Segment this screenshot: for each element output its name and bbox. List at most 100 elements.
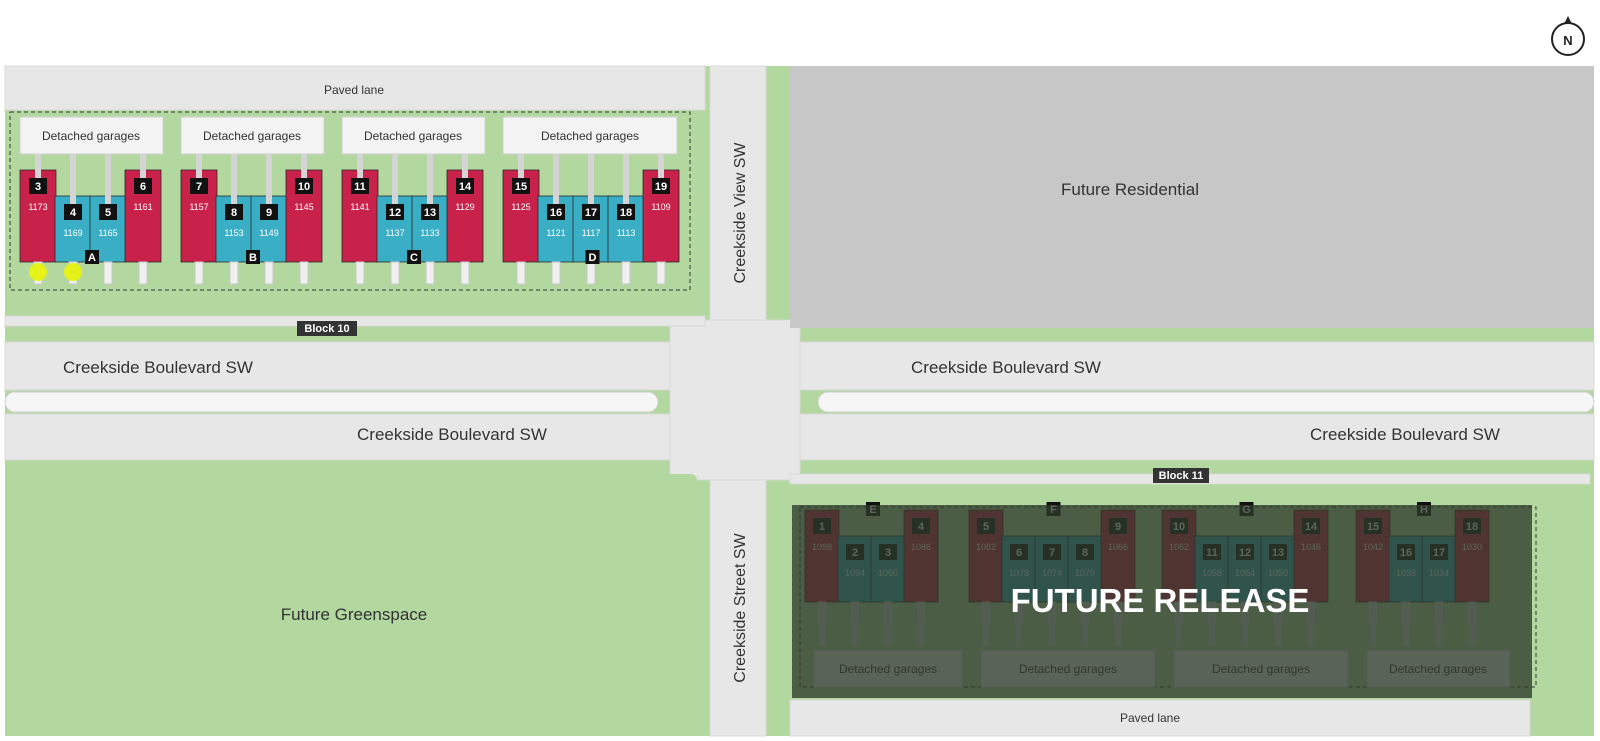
unit-number-box — [421, 204, 439, 220]
block10-building-B: B — [249, 252, 257, 264]
block10-building-tag-box — [246, 250, 260, 264]
driveway — [460, 261, 470, 285]
walkway — [658, 154, 664, 180]
block10-lot-outline — [9, 111, 691, 291]
driveway — [138, 261, 148, 285]
driveway — [299, 261, 309, 285]
creekside-street-label: Creekside Street SW — [732, 532, 749, 682]
driveway — [264, 261, 274, 285]
future-greenspace-label: Future Greenspace — [281, 605, 427, 624]
unit-number-box — [260, 204, 278, 220]
unit-number: 11 — [354, 181, 366, 193]
unit-number: 9 — [266, 207, 272, 219]
walkway — [231, 154, 237, 206]
unit-address: 1121 — [546, 228, 565, 238]
unit-number-box — [295, 178, 313, 194]
unit-address: 1169 — [63, 228, 82, 238]
unit-number-box — [99, 204, 117, 220]
garage-block10-3 — [341, 116, 486, 155]
creekside-street-road — [709, 469, 767, 737]
compass-arrow-icon — [1564, 16, 1572, 24]
driveway — [355, 261, 365, 285]
walkway — [392, 154, 398, 206]
unit-number-box — [64, 204, 82, 220]
future-release-overlay — [792, 505, 1532, 698]
creekside-view-road — [709, 65, 767, 357]
block10-unit-19[interactable]: 19 1109 — [642, 154, 680, 285]
walkway — [266, 154, 272, 206]
unit-number-box — [225, 204, 243, 220]
creekside-view-label: Creekside View SW — [732, 142, 749, 284]
unit-number: 18 — [620, 207, 632, 219]
unit-address: 1145 — [294, 202, 313, 212]
walkway — [357, 154, 363, 180]
unit-number: 19 — [655, 181, 667, 193]
unit-address: 1113 — [617, 228, 636, 238]
road-network — [4, 65, 1595, 737]
marker-dot-2[interactable] — [64, 263, 82, 281]
block10-label: Block 10 — [304, 323, 349, 335]
walkway — [301, 154, 307, 180]
walkway — [518, 154, 524, 180]
unit-number: 6 — [140, 181, 146, 193]
block10-unit-18[interactable]: 18 1113 — [607, 154, 645, 285]
driveway — [103, 261, 113, 285]
garage-block10-1 — [19, 116, 164, 155]
paved-lane-bottom — [789, 699, 1531, 737]
driveway — [194, 261, 204, 285]
unit-address: 1117 — [582, 228, 601, 238]
driveway — [551, 261, 561, 285]
block10-building-tag-box — [85, 250, 99, 264]
median-right — [817, 391, 1595, 413]
unit-address: 1129 — [455, 202, 474, 212]
driveway — [621, 261, 631, 285]
unit-address: 1141 — [350, 202, 369, 212]
unit-number-box — [512, 178, 530, 194]
walkway — [588, 154, 594, 206]
unit-address: 1165 — [98, 228, 117, 238]
garage-label-block10-3: Detached garages — [364, 129, 462, 143]
unit-number-box — [190, 178, 208, 194]
block10-building-tag-box — [407, 250, 421, 264]
block10-building-tag-box — [585, 250, 600, 264]
compass: N — [1551, 16, 1585, 56]
walkway — [70, 154, 76, 206]
boulevard-upper-right-label: Creekside Boulevard SW — [911, 358, 1101, 377]
garage-block10-4 — [502, 116, 678, 155]
unit-number: 12 — [389, 207, 401, 219]
block10-tag — [297, 321, 357, 336]
walkway — [140, 154, 146, 180]
future-greenspace-area — [5, 474, 697, 736]
block10-building-A: A — [88, 252, 96, 264]
walkway — [462, 154, 468, 180]
driveway — [229, 261, 239, 285]
block10-unit-11[interactable]: 11 1141 — [341, 154, 379, 285]
driveway — [516, 261, 526, 285]
unit-address: 1125 — [511, 202, 530, 212]
unit-number: 7 — [196, 181, 202, 193]
future-residential-label: Future Residential — [1061, 180, 1199, 199]
unit-number-box — [386, 204, 404, 220]
walkway — [196, 154, 202, 180]
walkway — [105, 154, 111, 206]
garage-label-block10-2: Detached garages — [203, 129, 301, 143]
walkway — [623, 154, 629, 206]
unit-address: 1109 — [651, 202, 670, 212]
marker-dot-1[interactable] — [29, 263, 47, 281]
paved-lane-bottom-label: Paved lane — [1120, 711, 1180, 725]
unit-number: 13 — [424, 207, 436, 219]
compass-label: N — [1563, 33, 1572, 48]
walkway — [553, 154, 559, 206]
median-left — [4, 391, 659, 413]
boulevard-lower-left-label: Creekside Boulevard SW — [357, 425, 547, 444]
block10-building-D: D — [589, 252, 597, 264]
paved-lane-top — [4, 65, 706, 111]
